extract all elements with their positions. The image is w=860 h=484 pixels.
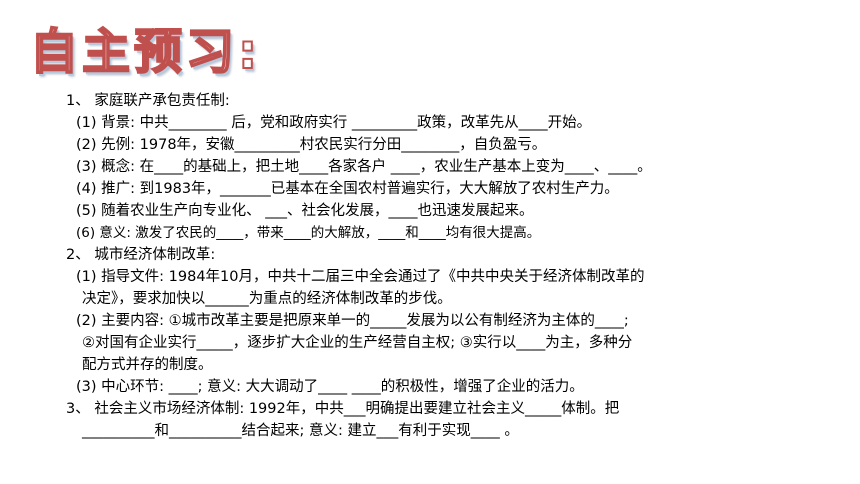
text-line: ②对国有企业实行_____，逐步扩大企业的生产经营自主权; ③实行以____为主… <box>82 335 633 351</box>
page-title: 自主预习: <box>29 24 262 80</box>
text-line: 1、 家庭联产承包责任制: <box>66 93 230 109</box>
document-body: 1、 家庭联产承包责任制: (1) 背景: 中共________ 后，党和政府实… <box>66 90 826 442</box>
text-line: 决定》，要求加快以______为重点的经济体制改革的步伐。 <box>82 291 452 307</box>
text-line: 3、 社会主义市场经济体制: 1992年，中共___明确提出要建立社会主义___… <box>66 401 620 417</box>
text-line: (1) 背景: 中共________ 后，党和政府实行 _________政策，… <box>76 115 592 131</box>
text-line: (6) 意义: 激发了农民的____，带来____的大解放，____和____均… <box>76 225 541 241</box>
text-line: (2) 主要内容: ①城市改革主要是把原来单一的_____发展为以公有制经济为主… <box>76 313 629 329</box>
text-line: 2、 城市经济体制改革: <box>66 247 216 263</box>
text-line: (2) 先例: 1978年，安徽_________村农民实行分田________… <box>76 137 547 153</box>
text-line: (3) 中心环节: ____; 意义: 大大调动了____ ____的积极性，增… <box>76 379 584 395</box>
text-line: (1) 指导文件: 1984年10月，中共十二届三中全会通过了《中共中央关于经济… <box>76 269 645 285</box>
text-line: 配方式并存的制度。 <box>82 357 213 373</box>
text-line: (5) 随着农业生产向专业化、 ___、社会化发展，____也迅速发展起来。 <box>76 203 534 219</box>
text-line: (3) 概念: 在____的基础上，把土地____各家各户 ____，农业生产基… <box>76 159 652 175</box>
text-line: (4) 推广: 到1983年，_______已基本在全国农村普遍实行，大大解放了… <box>76 181 619 197</box>
text-line: __________和__________结合起来; 意义: 建立___有利于实… <box>82 423 519 439</box>
